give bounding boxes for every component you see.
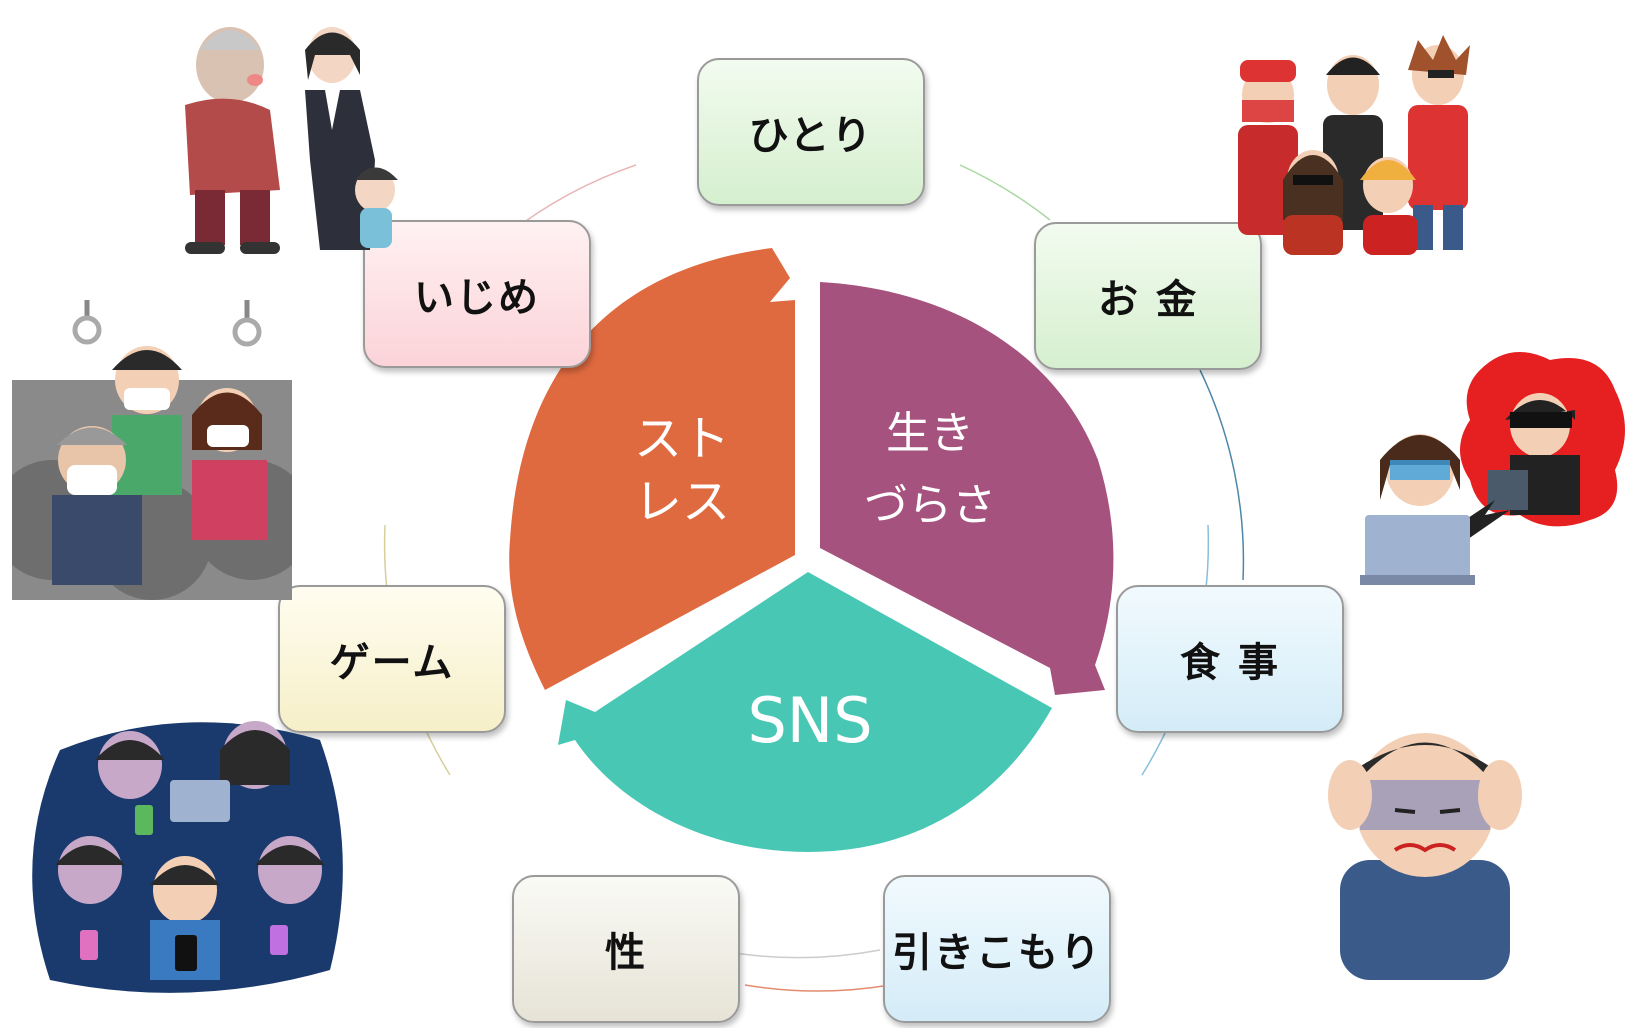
segment-label-stress-line2: レス	[634, 474, 730, 530]
segment-label-ikizurasa-line1: 生き	[886, 408, 974, 459]
box-sei-label: 性	[605, 930, 647, 976]
segment-label-stress-line1: スト	[634, 411, 730, 467]
box-ijime: いじめ	[363, 220, 591, 368]
box-sei: 性	[512, 875, 740, 1023]
box-okane-label: お 金	[1098, 277, 1198, 323]
box-game: ゲーム	[278, 585, 506, 733]
box-hikikomori-label: 引きこもり	[892, 930, 1102, 976]
segment-label-ikizurasa-line2: づらさ	[864, 480, 996, 531]
segment-label-sns: SNS	[747, 684, 872, 757]
box-hitori: ひとり	[697, 58, 925, 206]
box-ijime-label: いじめ	[414, 275, 540, 321]
group-with-phones-illustration	[32, 721, 343, 993]
gang-of-youths-illustration	[1238, 35, 1470, 255]
box-hikikomori: 引きこもり	[883, 875, 1111, 1023]
box-okane: お 金	[1034, 222, 1262, 370]
box-hitori-label: ひとり	[748, 113, 874, 159]
box-game-label: ゲーム	[329, 640, 455, 686]
segment-sns	[558, 572, 1052, 852]
online-fraud-illustration	[1360, 352, 1625, 585]
crowded-train-illustration	[12, 300, 292, 600]
grandfather-scolding-illustration	[185, 27, 398, 254]
box-shokuji-label: 食 事	[1180, 640, 1280, 686]
worried-man-illustration	[1328, 733, 1522, 980]
box-shokuji: 食 事	[1116, 585, 1344, 733]
segment-ikizurasa	[820, 282, 1114, 695]
